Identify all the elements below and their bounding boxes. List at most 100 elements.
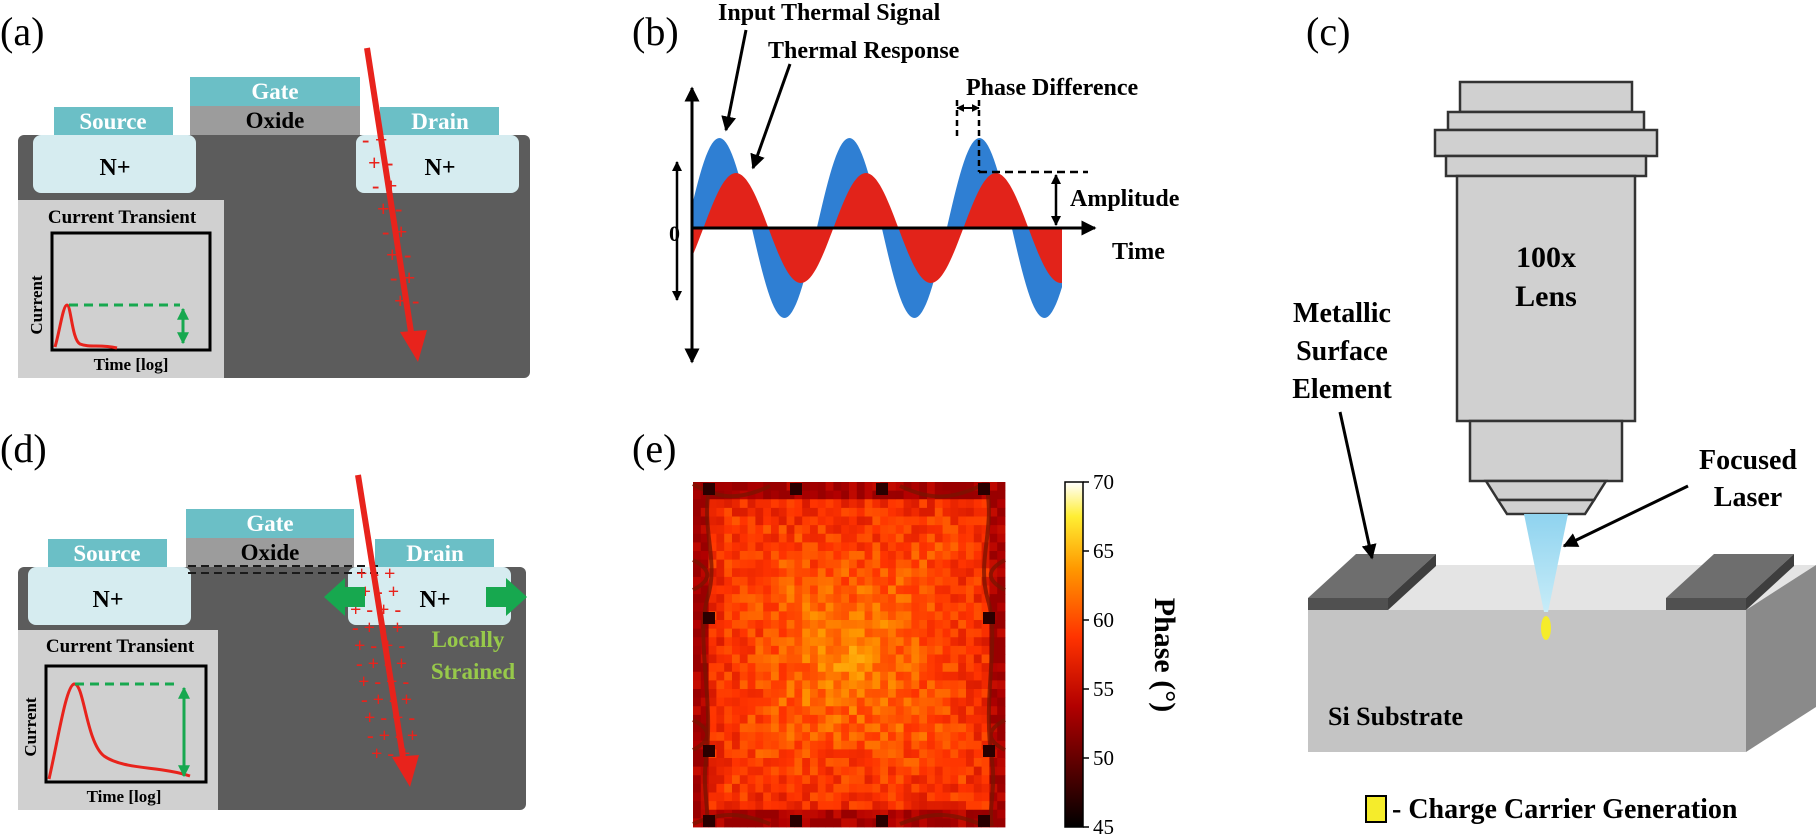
heatmap-cell [973,680,982,690]
heatmap-cell [794,559,803,569]
heatmap-cell [872,792,881,802]
heatmap-cell [833,576,842,586]
heatmap-cell [817,559,826,569]
heatmap-cell [817,628,826,638]
heatmap-cell [919,637,928,647]
heatmap-cell [708,801,717,811]
heatmap-cell [934,732,943,742]
heatmap-cell [973,507,982,517]
heatmap-cell [778,801,787,811]
heatmap-cell [934,620,943,630]
heatmap-cell [973,611,982,621]
heatmap-cell [966,766,975,776]
heatmap-cell [786,507,795,517]
heatmap-cell [997,766,1006,776]
heatmap-cell [942,559,951,569]
lens-label-line2: Lens [1515,280,1577,313]
heatmap-cell [911,611,920,621]
heatmap-cell [833,525,842,535]
heatmap-cell [864,525,873,535]
heatmap-cell [700,697,709,707]
laser-label-line2: Laser [1714,482,1782,513]
oxide-layer [186,538,354,567]
heatmap-cell [997,801,1006,811]
heatmap-cell [802,775,811,785]
heatmap-cell [724,637,733,647]
heatmap-cell [942,714,951,724]
heatmap-cell [778,628,787,638]
heatmap-cell [927,611,936,621]
heatmap-cell [771,594,780,604]
heatmap-cell [934,628,943,638]
heatmap-cell [997,689,1006,699]
heatmap-cell [763,637,772,647]
heatmap-cell [942,611,951,621]
heatmap-cell [825,499,834,509]
heatmap-cell [700,516,709,526]
heatmap-cell [763,749,772,759]
heatmap-cell [958,689,967,699]
heatmap-cell [864,801,873,811]
heatmap-cell [888,533,897,543]
heatmap-cell [708,663,717,673]
heatmap-cell [825,533,834,543]
heatmap-cell [942,706,951,716]
heatmap-cell [771,801,780,811]
heatmap-cell [778,689,787,699]
heatmap-cell [794,654,803,664]
heatmap-cell [833,551,842,561]
heatmap-cell [693,671,702,681]
heatmap-cell [817,749,826,759]
heatmap-cell [771,740,780,750]
heatmap-cell [927,533,936,543]
heatmap-cell [724,594,733,604]
heatmap-cell [747,620,756,630]
heatmap-cell [880,654,889,664]
heatmap-cell [747,637,756,647]
heatmap-cell [786,732,795,742]
heatmap-cell [794,732,803,742]
heatmap-cell [708,809,717,819]
heatmap-cell [911,499,920,509]
heatmap-cell [856,801,865,811]
heatmap-cell [903,637,912,647]
heatmap-cell [763,775,772,785]
heatmap-cell [934,818,943,828]
heatmap-cell [786,594,795,604]
heatmap-cell [966,559,975,569]
heatmap-cell [903,576,912,586]
heatmap-cell [825,766,834,776]
heatmap-cell [872,585,881,595]
heatmap-cell [958,585,967,595]
heatmap-cell [841,516,850,526]
heatmap-cell [849,490,858,500]
heatmap-cell [739,723,748,733]
heatmap-cell [732,507,741,517]
heatmap-cell [927,516,936,526]
heatmap-cell [825,749,834,759]
heatmap-cell [810,507,819,517]
heatmap-cell [755,576,764,586]
heatmap-cell [856,714,865,724]
heatmap-cell [825,482,834,492]
heatmap-cell [849,689,858,699]
heatmap-cell [919,663,928,673]
heatmap-cell [732,680,741,690]
heatmap-cell [825,551,834,561]
heatmap-cell [919,645,928,655]
heatmap-cell [997,645,1006,655]
heatmap-cell [802,585,811,595]
heatmap-cell [849,714,858,724]
heatmap-cell [958,490,967,500]
heatmap-cell [817,594,826,604]
heatmap-cell [817,732,826,742]
heatmap-cell [841,645,850,655]
heatmap-cell [747,749,756,759]
heatmap-cell [802,628,811,638]
gate-label: Gate [246,511,293,536]
heatmap-cell [708,525,717,535]
heatmap-cell [794,792,803,802]
heatmap-cell [810,663,819,673]
heatmap-cell [997,732,1006,742]
